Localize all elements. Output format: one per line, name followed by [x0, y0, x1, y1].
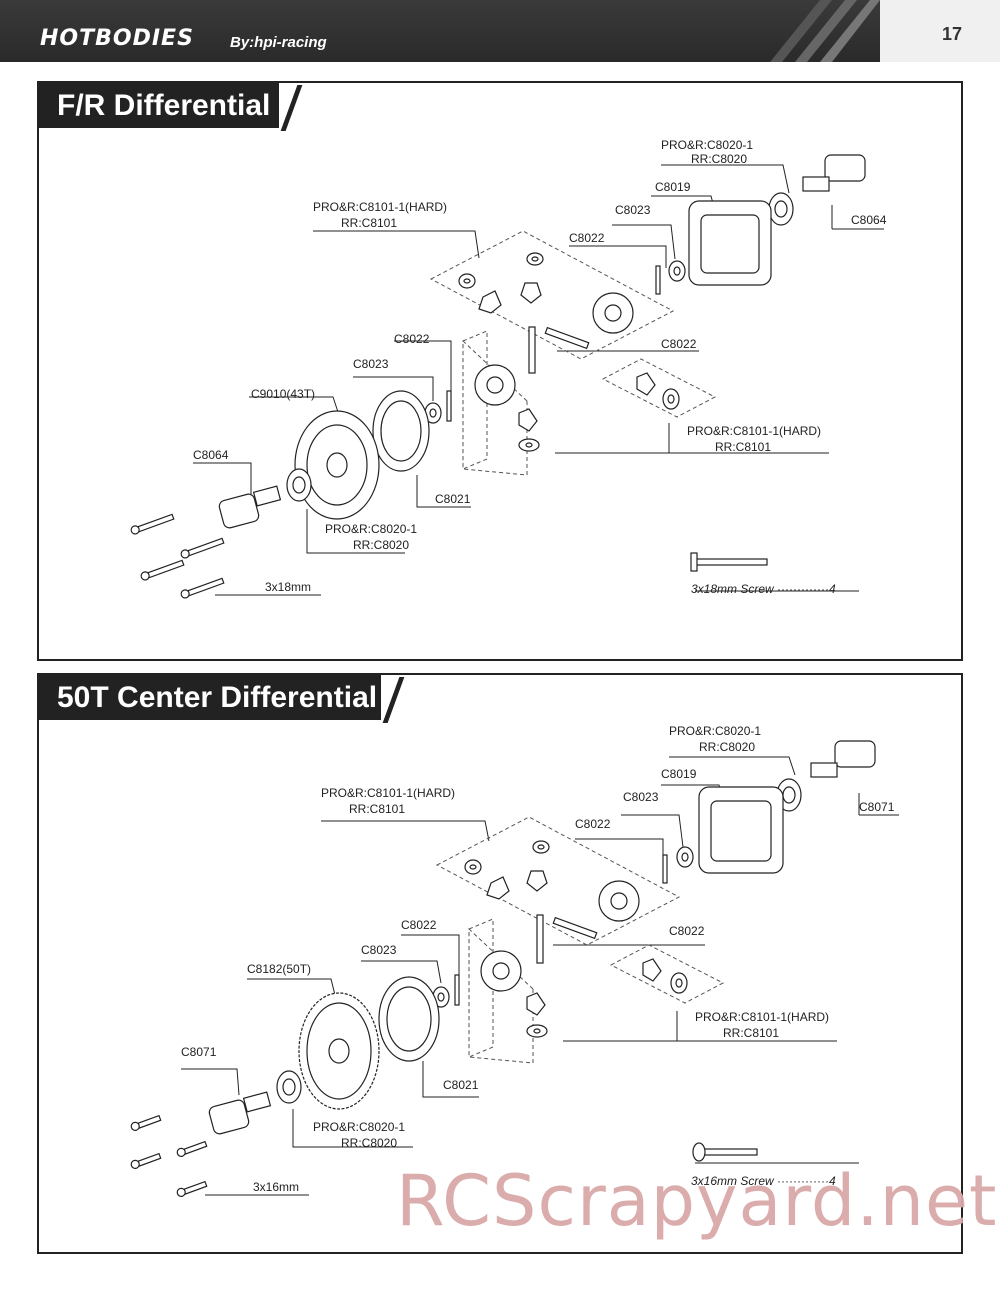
label-c8021: C8021	[443, 1078, 479, 1092]
label-c8101-bottom-rr: RR:C8101	[723, 1026, 779, 1040]
label-c8020-bottom-rr: RR:C8020	[341, 1136, 397, 1150]
label-c8021: C8021	[435, 492, 471, 506]
label-c8101-bottom-rr: RR:C8101	[715, 440, 771, 454]
watermark: RCScrapyard.net	[396, 1160, 998, 1242]
page-number: 17	[941, 24, 962, 44]
label-c8071-top: C8071	[859, 800, 895, 814]
label-c8019: C8019	[661, 767, 697, 781]
label-c8020-top-rr: RR:C8020	[699, 740, 755, 754]
header-stripes	[770, 0, 880, 62]
label-c8101-bottom: PRO&R:C8101-1(HARD)	[687, 424, 821, 438]
brand-logo: HOTBODIES	[40, 26, 194, 51]
label-ring-gear: C9010(43T)	[251, 387, 315, 401]
label-c8022-mid: C8022	[394, 332, 430, 346]
panel-title: F/R Differential	[39, 83, 279, 128]
label-c8022-right: C8022	[661, 337, 697, 351]
label-c8064-left: C8064	[193, 448, 229, 462]
label-c8064-top: C8064	[851, 213, 887, 227]
label-c8020-bottom: PRO&R:C8020-1	[313, 1120, 405, 1134]
label-c8023-top: C8023	[623, 790, 659, 804]
page-header: HOTBODIES By:hpi-racing 17	[0, 0, 1000, 62]
label-c8020-top-rr: RR:C8020	[691, 152, 747, 166]
label-c8101-bottom: PRO&R:C8101-1(HARD)	[695, 1010, 829, 1024]
center-differential-panel: 50T Center Differential	[37, 673, 963, 1254]
label-c8023-top: C8023	[615, 203, 651, 217]
label-c8022-top: C8022	[575, 817, 611, 831]
label-c8022-right: C8022	[669, 924, 705, 938]
page-number-box: 17	[880, 0, 1000, 62]
label-c8020-top: PRO&R:C8020-1	[669, 724, 761, 738]
label-c8101-top-rr: RR:C8101	[349, 802, 405, 816]
panel-title: 50T Center Differential	[39, 675, 381, 720]
label-c8101-top: PRO&R:C8101-1(HARD)	[321, 786, 455, 800]
label-c8019: C8019	[655, 180, 691, 194]
label-c8020-top: PRO&R:C8020-1	[661, 138, 753, 152]
screw-legend: 3x18mm Screw ·············4	[691, 582, 836, 596]
label-spur-gear: C8182(50T)	[247, 962, 311, 976]
label-screw-size: 3x18mm	[265, 580, 311, 594]
label-c8101-top: PRO&R:C8101-1(HARD)	[313, 200, 447, 214]
label-c8022-top: C8022	[569, 231, 605, 245]
label-c8020-bottom-rr: RR:C8020	[353, 538, 409, 552]
label-c8071-left: C8071	[181, 1045, 217, 1059]
label-c8020-bottom: PRO&R:C8020-1	[325, 522, 417, 536]
center-diff-exploded-diagram: PRO&R:C8020-1 RR:C8020 C8019 C8023 C8071…	[130, 724, 899, 1197]
screw-legend: 3x16mm Screw ·············4	[691, 1174, 836, 1188]
fr-diff-exploded-diagram: PRO&R:C8020-1 RR:C8020 C8019 C8023 C8064…	[130, 138, 887, 599]
label-c8101-top-rr: RR:C8101	[341, 216, 397, 230]
label-screw-size: 3x16mm	[253, 1180, 299, 1194]
label-c8023-mid: C8023	[361, 943, 397, 957]
fr-differential-panel: F/R Differential	[37, 81, 963, 661]
brand-sub: By:hpi-racing	[230, 34, 327, 51]
label-c8022-mid: C8022	[401, 918, 437, 932]
label-c8023-mid: C8023	[353, 357, 389, 371]
